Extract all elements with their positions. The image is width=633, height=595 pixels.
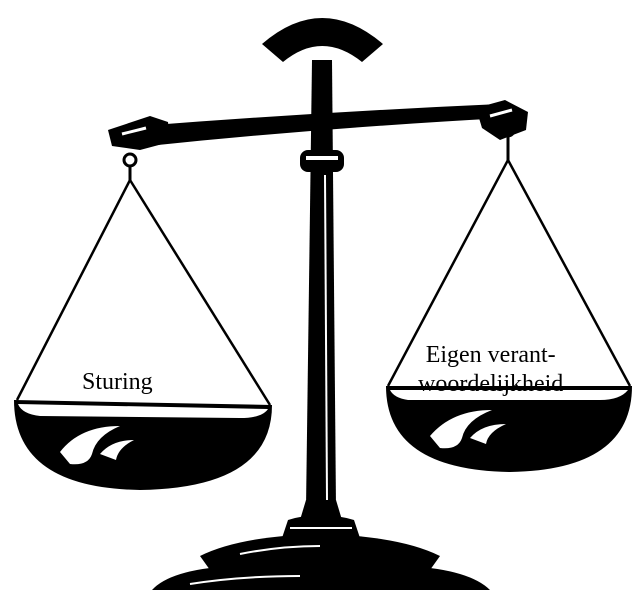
- scale-top-cap: [262, 18, 383, 62]
- scale-base: [152, 500, 490, 590]
- right-pan-label-line-1: Eigen verant-: [418, 341, 563, 370]
- scale-hook-left: [124, 154, 136, 166]
- scale-beam-left-end: [108, 116, 170, 150]
- scale-column-collar: [300, 150, 344, 172]
- scale-left-pan: [14, 400, 272, 490]
- left-pan-label: Sturing: [82, 368, 153, 397]
- right-pan-label: Eigen verant- woordelijkheid: [418, 341, 563, 399]
- right-pan-label-line-2: woordelijkheid: [418, 370, 563, 399]
